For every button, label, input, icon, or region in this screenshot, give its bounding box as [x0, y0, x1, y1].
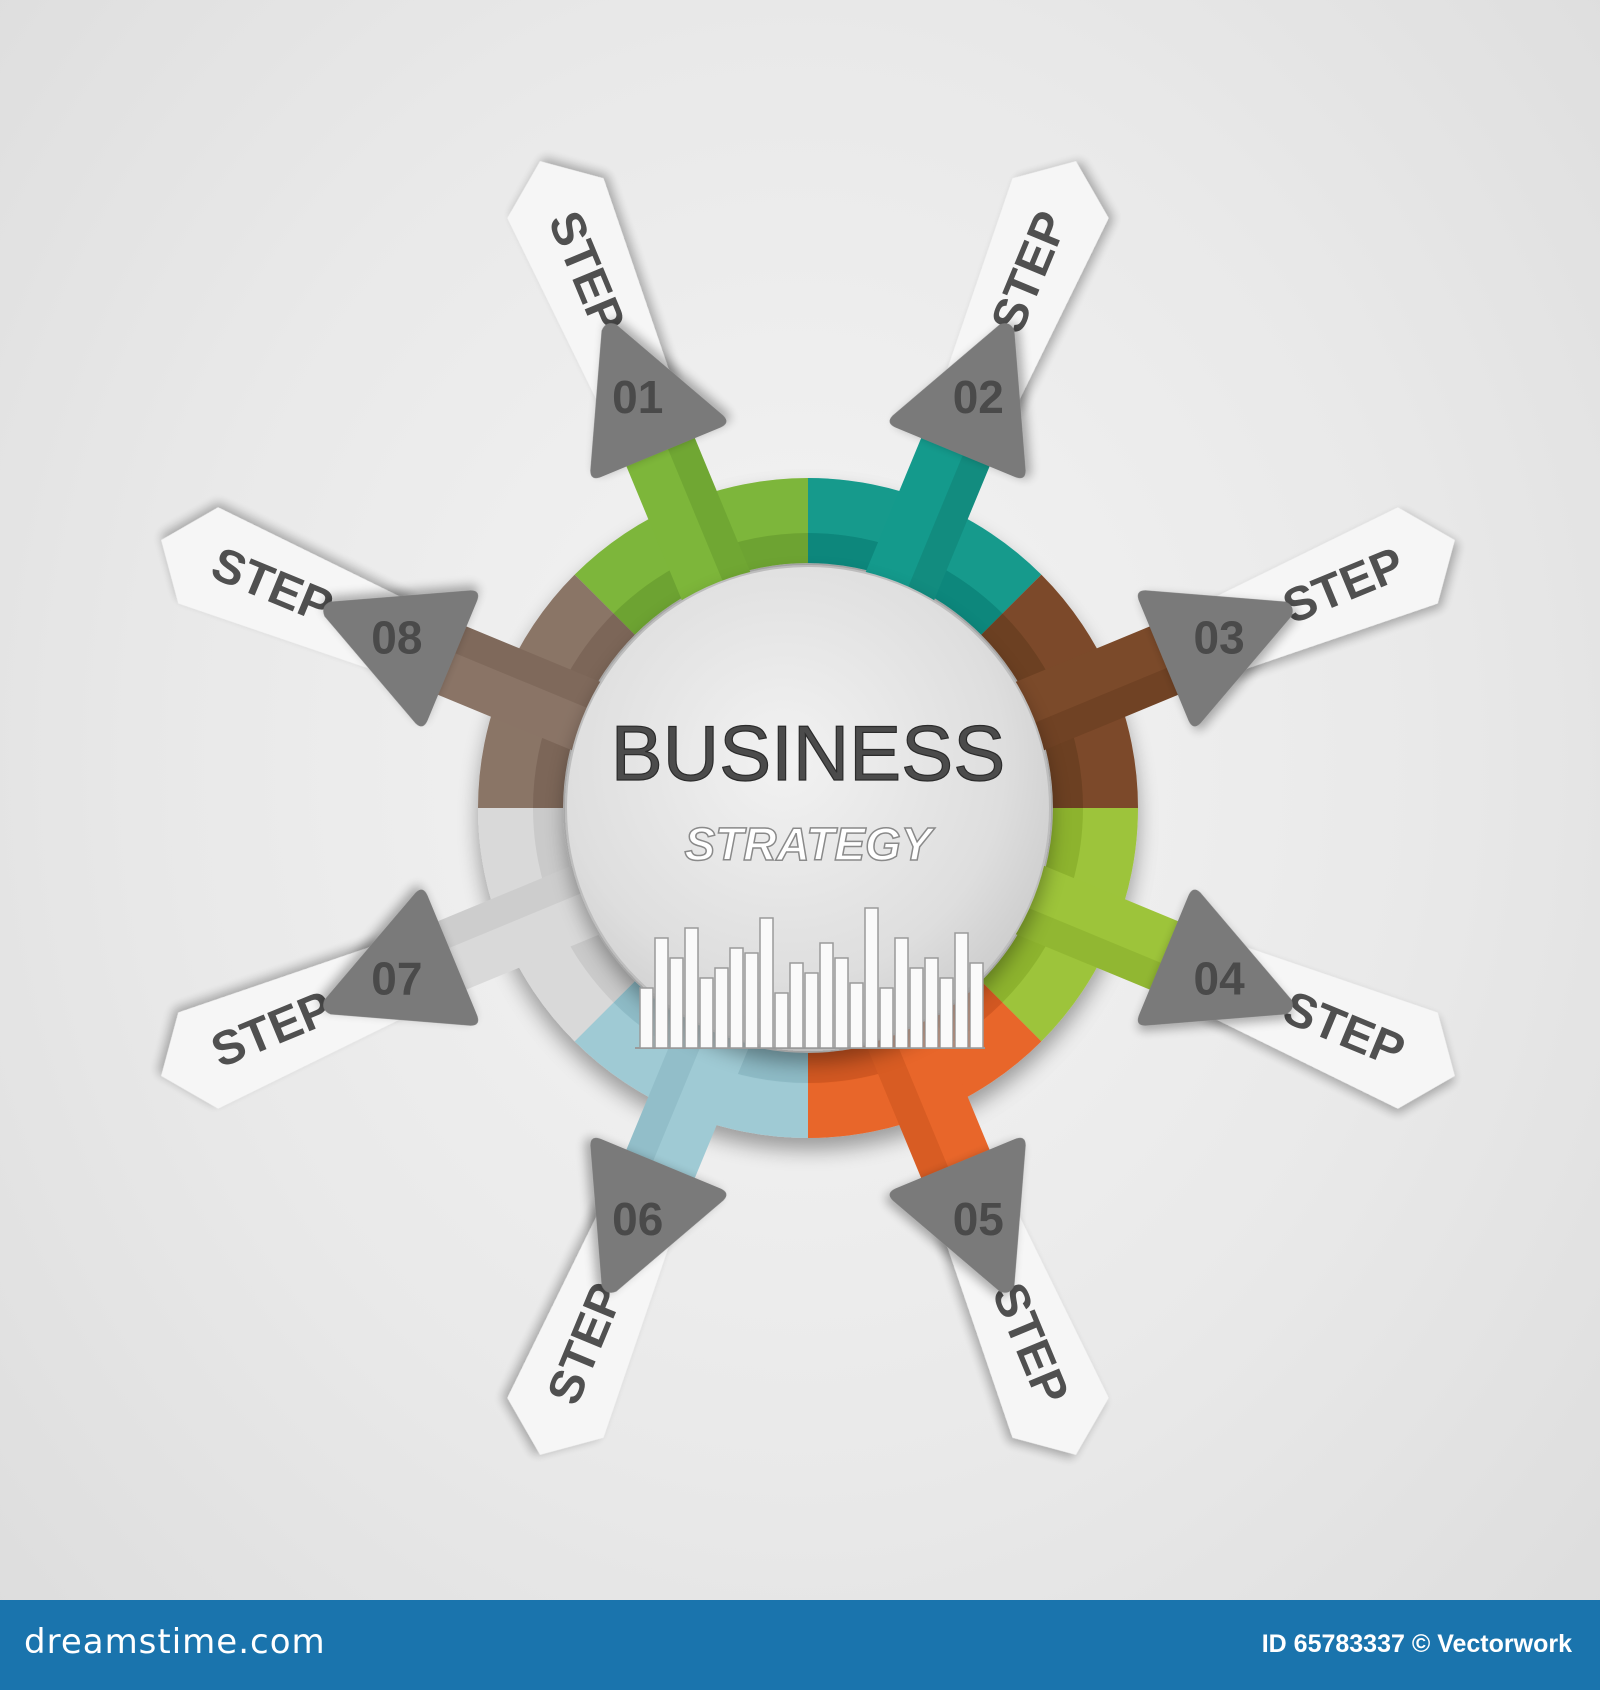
- arrow-shaft-shade: [654, 405, 766, 621]
- arrow-head: [590, 323, 727, 479]
- diagram-title: BUSINESS: [611, 709, 1005, 797]
- decor-bar: [714, 967, 729, 1049]
- decor-bar: [744, 952, 759, 1049]
- arrow-head: [590, 1137, 727, 1293]
- arrow-shaft-shade: [995, 654, 1211, 766]
- decor-bar: [879, 987, 894, 1049]
- step-number-04: 04: [1194, 952, 1246, 1004]
- decor-bar: [669, 957, 684, 1049]
- step-number-05: 05: [953, 1193, 1004, 1245]
- decor-bar: [909, 967, 924, 1049]
- decor-bar: [864, 907, 879, 1049]
- decor-bar: [819, 942, 834, 1049]
- ring-segment-shade-05: [808, 981, 1003, 1083]
- step-number-08: 08: [371, 612, 422, 664]
- watermark-footer: dreamstime.com ID 65783337 © Vectorwork: [0, 1600, 1600, 1690]
- step-number-03: 03: [1194, 612, 1245, 664]
- arrow-head: [1137, 590, 1293, 727]
- decor-bar: [729, 947, 744, 1049]
- step-number-06: 06: [612, 1193, 663, 1245]
- arrow-head: [323, 590, 479, 727]
- ring-segment-shade-04: [981, 808, 1083, 1003]
- diagram-subtitle: STRATEGY: [684, 818, 935, 870]
- decor-bar: [639, 987, 654, 1049]
- image-credit: ID 65783337 © Vectorwork: [1261, 1630, 1572, 1658]
- decor-bar: [699, 977, 714, 1049]
- decor-bar: [834, 957, 849, 1049]
- ring-segment-shade-03: [981, 613, 1083, 808]
- arrow-shaft-shade: [405, 850, 621, 962]
- arrow-head: [1137, 889, 1293, 1026]
- step-number-01: 01: [612, 371, 663, 423]
- ring-segment-shade-08: [533, 613, 635, 808]
- brand-label: dreamstime.com: [24, 1622, 326, 1662]
- arrow-shaft-shade: [891, 423, 1003, 638]
- step-number-02: 02: [953, 371, 1004, 423]
- decor-bar: [774, 992, 789, 1049]
- decor-bar: [939, 977, 954, 1049]
- decor-bar: [894, 937, 909, 1049]
- arrow-head: [323, 889, 479, 1026]
- arrow-head: [889, 1137, 1026, 1293]
- arrow-shaft-shade: [423, 613, 638, 725]
- decor-bar: [759, 917, 774, 1049]
- decor-bar: [969, 962, 984, 1049]
- decor-bar: [954, 932, 969, 1049]
- ring-segment-shade-07: [533, 808, 635, 1003]
- arrow-shaft-shade: [978, 891, 1193, 1003]
- decor-bar: [654, 937, 669, 1049]
- decor-bar: [849, 982, 864, 1049]
- decor-bar: [684, 927, 699, 1049]
- decor-bar: [789, 962, 804, 1049]
- arrow-shaft-shade: [850, 995, 962, 1211]
- step-number-07: 07: [371, 952, 422, 1004]
- decorative-bar-chart-icon: [635, 907, 985, 1049]
- ring-segment-shade-01: [613, 533, 808, 635]
- decor-bar: [924, 957, 939, 1049]
- decor-bar: [804, 972, 819, 1049]
- ring-segment-shade-02: [808, 533, 1003, 635]
- arrow-head: [889, 323, 1026, 479]
